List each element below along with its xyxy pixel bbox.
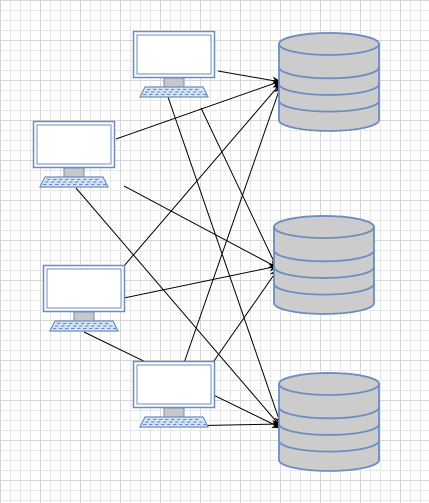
edge-pc-4-to-db-1[interactable] <box>183 84 282 364</box>
monitor-stand <box>73 311 95 322</box>
database-ring <box>278 440 380 453</box>
database-top <box>273 215 375 239</box>
monitor-stand <box>163 407 185 418</box>
database-ring <box>273 283 375 296</box>
database-top <box>278 372 380 396</box>
database-ring <box>278 407 380 420</box>
db-1-database-icon[interactable] <box>278 32 380 132</box>
pc-1-computer-icon[interactable] <box>132 30 216 98</box>
keyboard <box>139 86 209 98</box>
database-ring <box>278 67 380 80</box>
keyboard <box>39 176 109 188</box>
db-3-database-icon[interactable] <box>278 372 380 472</box>
database-ring <box>273 266 375 279</box>
monitor-screen <box>136 364 212 405</box>
pc-2-computer-icon[interactable] <box>32 120 116 188</box>
monitor-stand <box>63 167 85 178</box>
monitor-screen <box>36 124 112 165</box>
edge-pc-1-to-db-2[interactable] <box>200 107 279 271</box>
edge-pc-2-to-db-1[interactable] <box>115 80 282 140</box>
edge-pc-1-to-db-3[interactable] <box>167 96 282 426</box>
nodes <box>32 30 380 472</box>
connections <box>75 70 282 429</box>
database-ring <box>273 250 375 263</box>
monitor-screen <box>136 34 212 75</box>
monitor-stand <box>163 77 185 88</box>
edge-pc-2-to-db-3[interactable] <box>75 187 282 428</box>
database-ring <box>278 423 380 436</box>
db-2-database-icon[interactable] <box>273 215 375 315</box>
pc-3-computer-icon[interactable] <box>42 264 126 332</box>
edge-pc-4-to-db-2[interactable] <box>206 268 279 372</box>
keyboard <box>49 320 119 332</box>
pc-4-computer-icon[interactable] <box>132 360 216 428</box>
database-top <box>278 32 380 56</box>
keyboard <box>139 416 209 428</box>
edge-pc-1-to-db-1[interactable] <box>217 70 282 85</box>
edge-pc-2-to-db-2[interactable] <box>123 185 279 269</box>
monitor-screen <box>46 268 122 309</box>
database-ring <box>278 100 380 113</box>
edge-pc-3-to-db-2[interactable] <box>123 263 279 299</box>
database-ring <box>278 83 380 96</box>
edge-pc-3-to-db-1[interactable] <box>123 82 282 267</box>
